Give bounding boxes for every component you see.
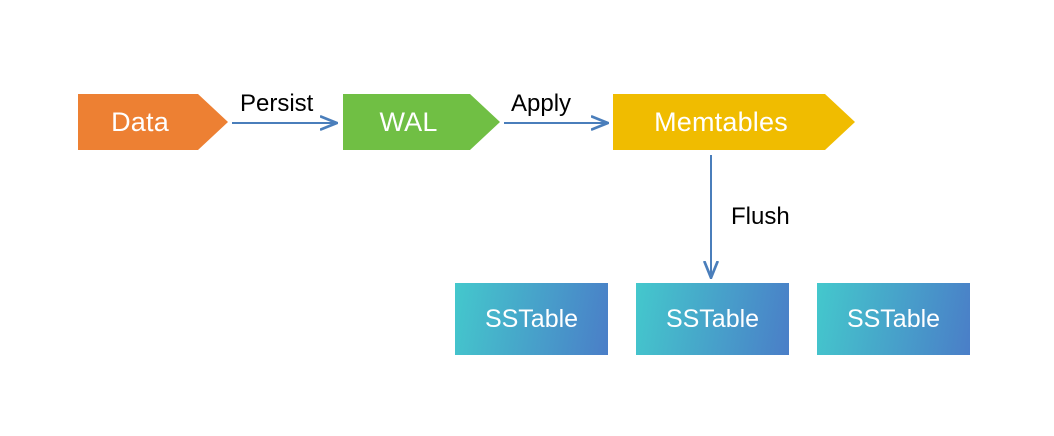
- node-wal[interactable]: WAL: [343, 94, 500, 150]
- edge-label-apply: Apply: [511, 90, 572, 117]
- node-wal-label: WAL: [379, 106, 438, 137]
- node-sstable-3-label: SSTable: [846, 304, 941, 333]
- node-sstable-2[interactable]: SSTable: [636, 283, 789, 355]
- edge-label-persist: Persist: [240, 90, 314, 117]
- node-data[interactable]: Data: [78, 94, 228, 150]
- node-memtables[interactable]: Memtables: [613, 94, 855, 150]
- node-data-label: Data: [111, 106, 169, 137]
- node-sstable-3[interactable]: SSTable: [817, 283, 970, 355]
- edge-label-flush: Flush: [731, 203, 790, 230]
- node-sstable-1-label: SSTable: [484, 304, 579, 333]
- node-sstable-1[interactable]: SSTable: [455, 283, 608, 355]
- node-memtables-label: Memtables: [654, 106, 788, 137]
- node-sstable-2-label: SSTable: [665, 304, 760, 333]
